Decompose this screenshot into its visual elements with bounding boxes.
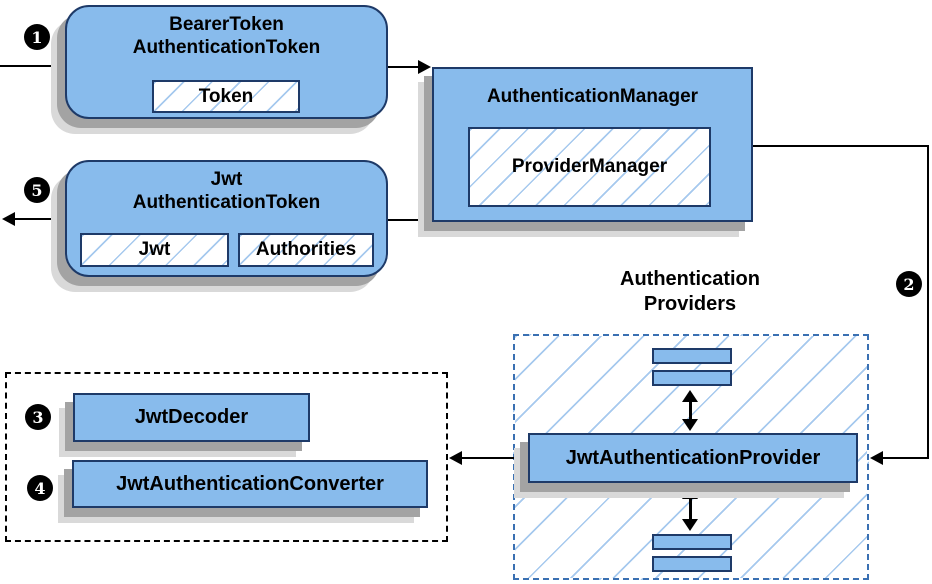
provider-stack-down-arrow	[682, 487, 698, 531]
authorities-chip: Authorities	[238, 233, 374, 267]
provider-stack-bar	[652, 370, 732, 386]
flow-entry-line	[0, 65, 65, 67]
providers-label-line1: Authentication	[620, 268, 760, 290]
step-3-badge: 3	[25, 404, 51, 430]
jwt-token-title-line1: Jwt	[210, 169, 243, 190]
arrowhead-down-icon	[682, 419, 698, 431]
arrow-shaft	[688, 499, 692, 519]
bearer-token-authentication-token-node: BearerToken AuthenticationToken Token	[65, 5, 388, 119]
jwt-authentication-converter-node: JwtAuthenticationConverter	[72, 460, 428, 508]
provider-stack-bar	[652, 534, 732, 550]
provider-stack-up-arrow	[682, 390, 698, 431]
manager-to-jwt-token-line	[388, 219, 432, 221]
jwt-authentication-converter-label: JwtAuthenticationConverter	[116, 472, 384, 495]
token-chip: Token	[152, 80, 300, 113]
jwt-chip: Jwt	[80, 233, 229, 267]
bearer-to-manager-line	[388, 66, 420, 68]
arrowhead-right-icon	[418, 60, 431, 74]
arrowhead-up-icon	[682, 390, 698, 402]
arrowhead-down-icon	[682, 519, 698, 531]
jwt-authentication-provider-label: JwtAuthenticationProvider	[565, 446, 821, 469]
providers-label-line2: Providers	[643, 293, 737, 315]
provider-stack-bar	[652, 348, 732, 364]
arrowhead-up-icon	[682, 487, 698, 499]
bearer-token-title-line1: BearerToken	[169, 14, 284, 35]
jwt-decoder-node: JwtDecoder	[73, 393, 310, 442]
manager-to-provider-vertical-line	[927, 145, 929, 458]
authentication-manager-node: AuthenticationManager ProviderManager	[432, 67, 753, 222]
arrowhead-left-icon	[870, 451, 883, 465]
provider-manager-chip: ProviderManager	[468, 127, 711, 207]
step-2-badge: 2	[896, 271, 922, 297]
jwt-processing-group	[5, 372, 448, 542]
arrowhead-left-icon	[449, 451, 462, 465]
step-5-badge: 5	[24, 177, 50, 203]
jwt-token-node-title: Jwt AuthenticationToken	[67, 168, 386, 214]
arrowhead-left-icon	[2, 212, 15, 226]
arrow-shaft	[688, 402, 692, 419]
jwt-token-title-line2: AuthenticationToken	[132, 192, 321, 213]
manager-to-provider-bottom-line	[880, 457, 929, 459]
step-4-badge: 4	[27, 475, 53, 501]
step-1-badge: 1	[24, 24, 50, 50]
bearer-token-node-title: BearerToken AuthenticationToken	[67, 13, 386, 59]
bearer-token-title-line2: AuthenticationToken	[132, 37, 321, 58]
authentication-providers-label: Authentication Providers	[560, 267, 820, 317]
manager-to-provider-top-line	[753, 145, 929, 147]
provider-stack-bar	[652, 556, 732, 572]
jwt-authentication-provider-node: JwtAuthenticationProvider	[528, 433, 858, 483]
provider-to-decoder-line	[459, 457, 515, 459]
flow-exit-line	[10, 218, 65, 220]
jwt-decoder-label: JwtDecoder	[134, 406, 249, 428]
authentication-manager-title: AuthenticationManager	[486, 86, 699, 107]
jwt-authentication-token-node: Jwt AuthenticationToken Jwt Authorities	[65, 160, 388, 277]
